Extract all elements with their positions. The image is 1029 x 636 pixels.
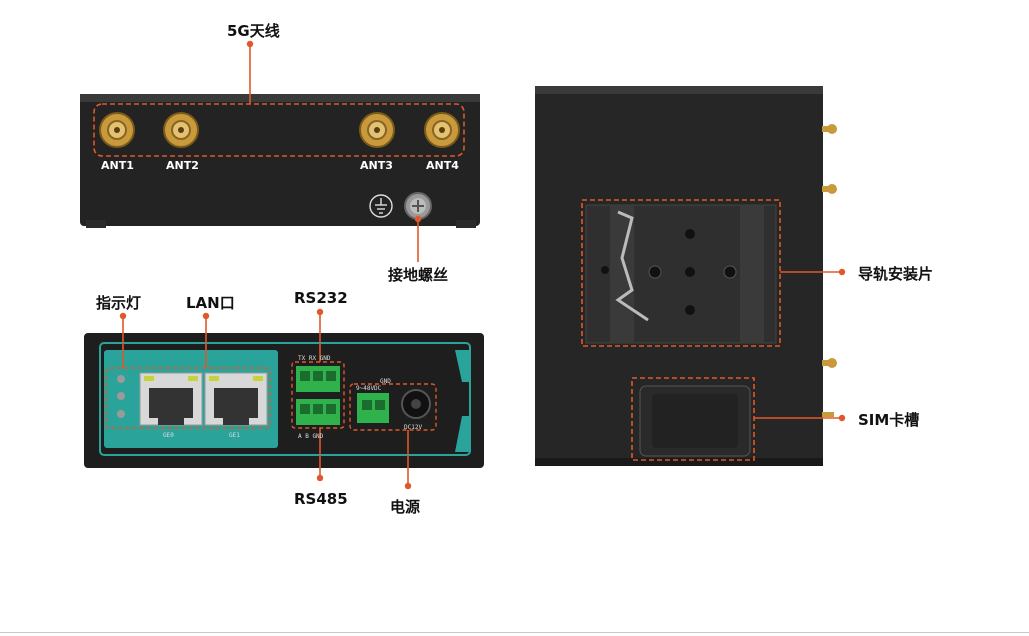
ant2-label: ANT2	[166, 159, 199, 172]
rs485-pins-text: A B GND	[298, 433, 324, 440]
sma-connector-icon	[163, 112, 199, 148]
rs232-label: RS232	[294, 289, 348, 307]
indicator-lan-highlight-box	[105, 367, 271, 429]
screw-icon	[404, 192, 432, 220]
antenna-title-label: 5G天线	[227, 22, 280, 40]
din-rail-highlight-box	[581, 199, 781, 347]
ant3-label: ANT3	[360, 159, 393, 172]
power-label: 电源	[390, 498, 421, 516]
ant1-label: ANT1	[101, 159, 134, 172]
din-rail-bracket	[585, 204, 777, 344]
ant4-label: ANT4	[426, 159, 459, 172]
ground-screw-label: 接地螺丝	[388, 266, 449, 284]
ge1-text: GE1	[229, 432, 240, 439]
dc-jack	[401, 389, 431, 419]
sim-slot-label: SIM卡槽	[858, 411, 920, 429]
indicator-leds	[117, 375, 125, 418]
bottom-divider	[0, 632, 1029, 633]
sim-slot	[639, 385, 751, 457]
din-rail-label: 导轨安装片	[858, 265, 934, 283]
sim-highlight-box	[631, 377, 755, 461]
ground-symbol-icon	[369, 194, 393, 218]
ge0-text: GE0	[163, 432, 174, 439]
sma-connector-icon	[359, 112, 395, 148]
serial-highlight-box	[291, 361, 345, 429]
lan-port	[204, 372, 268, 426]
power-in-text: 9~48VDC	[356, 385, 382, 392]
power-connector	[357, 393, 389, 423]
power-highlight-box	[349, 383, 437, 431]
indicator-label: 指示灯	[96, 294, 142, 312]
rs232-pins-text: TX RX GND	[298, 355, 331, 362]
rs485-label: RS485	[294, 490, 348, 508]
dc-text: DC12V	[404, 424, 423, 431]
antenna-highlight-box	[93, 103, 465, 157]
gnd-text: GND	[380, 378, 391, 385]
lan-port	[139, 372, 203, 426]
sma-connector-icon	[424, 112, 460, 148]
sma-connector-icon	[99, 112, 135, 148]
serial-connector	[296, 366, 340, 425]
lan-label: LAN口	[186, 294, 235, 312]
